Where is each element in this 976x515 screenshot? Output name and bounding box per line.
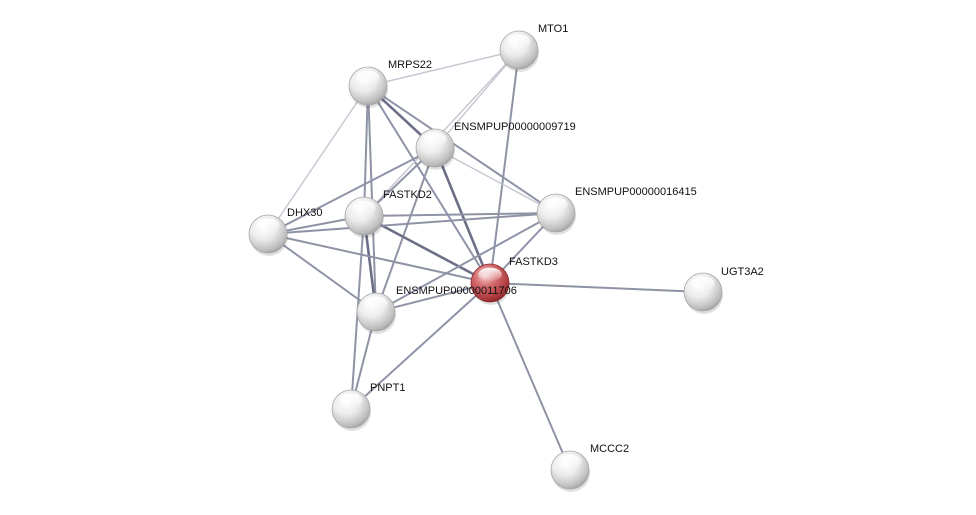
edge-fastkd3-pnpt1[interactable]	[350, 282, 491, 410]
edge-fastkd2-ensmpup00000016415[interactable]	[363, 212, 557, 217]
edge-fastkd3-ugt3a2[interactable]	[489, 282, 704, 293]
edge-mrps22-dhx30[interactable]	[267, 85, 369, 235]
node-mto1[interactable]: MTO1	[499, 23, 568, 72]
node-label: UGT3A2	[721, 266, 764, 278]
edge-ensmpup00000009719-ensmpup00000016415[interactable]	[434, 147, 557, 214]
node-mccc2[interactable]: MCCC2	[550, 443, 629, 492]
node-fastkd3[interactable]: FASTKD3	[470, 256, 558, 305]
edge-ensmpup00000009719-dhx30[interactable]	[267, 147, 436, 235]
node-ensmpup00000016415[interactable]: ENSMPUP00000016415	[536, 186, 697, 235]
node-highlight	[691, 276, 715, 291]
edge-mrps22-fastkd2[interactable]	[363, 85, 369, 217]
node-highlight	[558, 454, 582, 469]
edge-mto1-fastkd3[interactable]	[489, 49, 520, 284]
node-highlight	[507, 34, 531, 49]
node-highlight	[544, 197, 568, 212]
edge-dhx30-ensmpup00000016415[interactable]	[267, 212, 557, 235]
node-ensmpup00000009719[interactable]: ENSMPUP00000009719	[415, 121, 576, 170]
edge-dhx30-ensmpup00000011706[interactable]	[267, 233, 377, 313]
node-highlight	[339, 393, 363, 408]
node-mrps22[interactable]: MRPS22	[348, 59, 432, 108]
node-label: ENSMPUP00000011706	[396, 285, 517, 297]
edge-dhx30-fastkd3[interactable]	[267, 233, 491, 284]
node-highlight	[478, 267, 502, 282]
edge-ensmpup00000016415-ensmpup00000011706[interactable]	[375, 212, 557, 313]
node-highlight	[356, 70, 380, 85]
node-label: MCCC2	[590, 443, 629, 455]
node-ensmpup00000011706[interactable]: ENSMPUP00000011706	[356, 285, 517, 334]
node-label: FASTKD2	[383, 189, 432, 201]
node-label: PNPT1	[370, 382, 405, 394]
edge-mto1-ensmpup00000009719[interactable]	[434, 49, 520, 149]
node-label: ENSMPUP00000009719	[454, 121, 576, 133]
edge-mrps22-mto1[interactable]	[367, 49, 520, 87]
node-label: DHX30	[287, 207, 322, 219]
node-highlight	[352, 200, 376, 215]
edge-ensmpup00000009719-fastkd3[interactable]	[433, 146, 492, 285]
nodes-layer: MTO1MRPS22ENSMPUP00000009719ENSMPUP00000…	[248, 23, 764, 492]
node-label: MRPS22	[388, 59, 432, 71]
node-highlight	[256, 218, 280, 233]
edges-layer	[267, 49, 704, 471]
edge-mrps22-fastkd3[interactable]	[367, 85, 491, 284]
edge-fastkd3-ensmpup00000011706[interactable]	[375, 282, 491, 313]
edge-mrps22-ensmpup00000016415[interactable]	[367, 85, 557, 214]
node-highlight	[423, 132, 447, 147]
edge-ensmpup00000009719-ensmpup00000011706[interactable]	[375, 147, 436, 313]
edge-fastkd2-fastkd3[interactable]	[362, 214, 492, 285]
node-ugt3a2[interactable]: UGT3A2	[683, 266, 764, 314]
node-label: FASTKD3	[509, 256, 558, 268]
node-dhx30[interactable]: DHX30	[248, 207, 322, 256]
node-label: MTO1	[538, 23, 568, 35]
node-highlight	[364, 296, 388, 311]
edge-fastkd3-mccc2[interactable]	[489, 282, 571, 471]
node-fastkd2[interactable]: FASTKD2	[344, 189, 432, 238]
node-pnpt1[interactable]: PNPT1	[331, 382, 405, 431]
node-label: ENSMPUP00000016415	[575, 186, 697, 198]
